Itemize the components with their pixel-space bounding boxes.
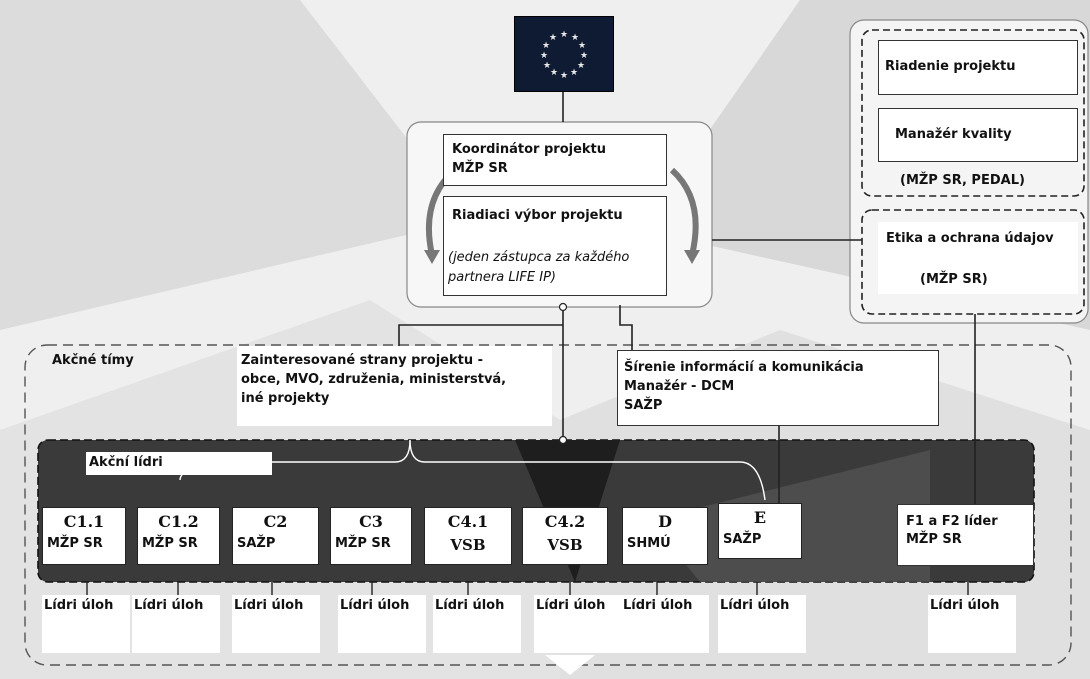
task-leaders-label: Lídri úloh: [536, 598, 606, 613]
steering-committee-box: Riadiaci výbor projektu (jeden zástupca …: [443, 196, 667, 296]
steering-note-1: (jeden zástupca za každého: [448, 250, 630, 265]
team-box-d: D SHMÚ: [622, 507, 708, 565]
quality-manager-label: Manažér kvality: [895, 127, 1012, 142]
stakeholders-line-3: iné projekty: [241, 391, 330, 406]
task-leaders-label: Lídri úloh: [720, 598, 790, 613]
f-leader-line-2: MŽP SR: [906, 532, 962, 547]
team-box-c4-1: C4.1 VSB: [424, 507, 512, 565]
f-leader-box: F1 a F2 líder MŽP SR: [897, 504, 1034, 566]
svg-text:★: ★: [577, 61, 585, 71]
coordinator-title: Koordinátor projektu: [452, 142, 607, 157]
team-box-c3: C3 MŽP SR: [330, 507, 412, 565]
team-code: C1.2: [158, 512, 199, 531]
svg-text:★: ★: [550, 68, 558, 78]
team-code: E: [753, 508, 767, 527]
svg-text:★: ★: [571, 33, 579, 43]
task-leaders-label: Lídri úloh: [435, 598, 505, 613]
stakeholders-line-1: Zainteresované strany projektu -: [241, 353, 484, 368]
ethics-org: (MŽP SR): [920, 272, 988, 287]
task-leaders-label: Lídri úloh: [930, 598, 1000, 613]
team-org: SAŽP: [237, 536, 276, 551]
task-leaders-box: Lídri úloh: [928, 595, 1016, 653]
dissemination-line-1: Šírenie informácií a komunikácia: [624, 360, 864, 375]
task-leaders-box: Lídri úloh: [534, 595, 622, 653]
steering-title: Riadiaci výbor projektu: [452, 208, 623, 223]
ethics-title: Etika a ochrana údajov: [886, 231, 1054, 246]
team-code: C4.1: [447, 512, 489, 531]
steering-note-2: partnera LIFE IP): [448, 270, 556, 285]
action-leaders-box: Akční lídri: [86, 452, 272, 475]
team-org: MŽP SR: [47, 536, 103, 551]
svg-text:★: ★: [560, 30, 568, 40]
svg-text:★: ★: [542, 41, 550, 51]
team-org: VSB: [547, 536, 583, 554]
task-leaders-label: Lídri úloh: [623, 598, 693, 613]
dissemination-line-2: Manažér - DCM: [624, 379, 735, 394]
svg-text:★: ★: [560, 71, 568, 81]
quality-manager-orgs: (MŽP SR, PEDAL): [900, 173, 1025, 188]
action-leaders-label: Akční lídri: [89, 455, 163, 470]
team-org: MŽP SR: [142, 536, 198, 551]
task-leaders-box: Lídri úloh: [718, 595, 806, 653]
ethics-box: Etika a ochrana údajov (MŽP SR): [878, 222, 1078, 294]
task-leaders-label: Lídri úloh: [234, 598, 304, 613]
team-box-c1-2: C1.2 MŽP SR: [137, 507, 220, 565]
f-leader-line-1: F1 a F2 líder: [906, 514, 998, 529]
svg-text:★: ★: [549, 33, 557, 43]
team-code: C4.2: [544, 512, 586, 531]
team-box-c4-2: C4.2 VSB: [522, 507, 608, 565]
task-leaders-box: Lídri úloh: [42, 595, 130, 653]
task-leaders-box: Lídri úloh: [232, 595, 320, 653]
svg-text:★: ★: [540, 51, 548, 61]
task-leaders-label: Lídri úloh: [44, 598, 114, 613]
project-management-label: Riadenie projektu: [885, 59, 1016, 74]
svg-text:★: ★: [578, 41, 586, 51]
action-teams-label: Akčné tímy: [52, 353, 134, 368]
team-code: C2: [263, 512, 288, 531]
team-code: C3: [359, 512, 383, 531]
team-org: VSB: [450, 536, 486, 554]
dissemination-line-3: SAŽP: [624, 398, 663, 413]
stakeholders-box: Zainteresované strany projektu - obce, M…: [237, 346, 552, 426]
svg-text:★: ★: [543, 61, 551, 71]
task-leaders-label: Lídri úloh: [340, 598, 410, 613]
team-box-e: E SAŽP: [718, 503, 802, 559]
svg-text:★: ★: [570, 68, 578, 78]
quality-manager-box: Manažér kvality: [878, 108, 1078, 162]
team-code: D: [658, 512, 672, 531]
task-leaders-box: Lídri úloh: [621, 595, 709, 653]
svg-text:★: ★: [580, 51, 588, 61]
stakeholders-line-2: obce, MVO, združenia, ministerstvá,: [241, 372, 507, 387]
coordinator-box: Koordinátor projektu MŽP SR: [443, 134, 667, 186]
task-leaders-label: Lídri úloh: [134, 598, 204, 613]
team-org: SAŽP: [723, 532, 762, 547]
coordinator-org: MŽP SR: [452, 161, 508, 176]
project-management-box: Riadenie projektu: [878, 40, 1078, 95]
dissemination-box: Šírenie informácií a komunikácia Manažér…: [617, 350, 939, 426]
team-box-c2: C2 SAŽP: [232, 507, 319, 565]
task-leaders-box: Lídri úloh: [338, 595, 426, 653]
team-box-c1-1: C1.1 MŽP SR: [42, 507, 126, 565]
team-org: MŽP SR: [335, 536, 391, 551]
task-leaders-box: Lídri úloh: [132, 595, 220, 653]
team-code: C1.1: [63, 512, 105, 531]
eu-flag-icon: ★★★ ★★★ ★★★ ★★★: [514, 16, 614, 92]
task-leaders-box: Lídri úloh: [433, 595, 521, 653]
team-org: SHMÚ: [627, 536, 671, 551]
